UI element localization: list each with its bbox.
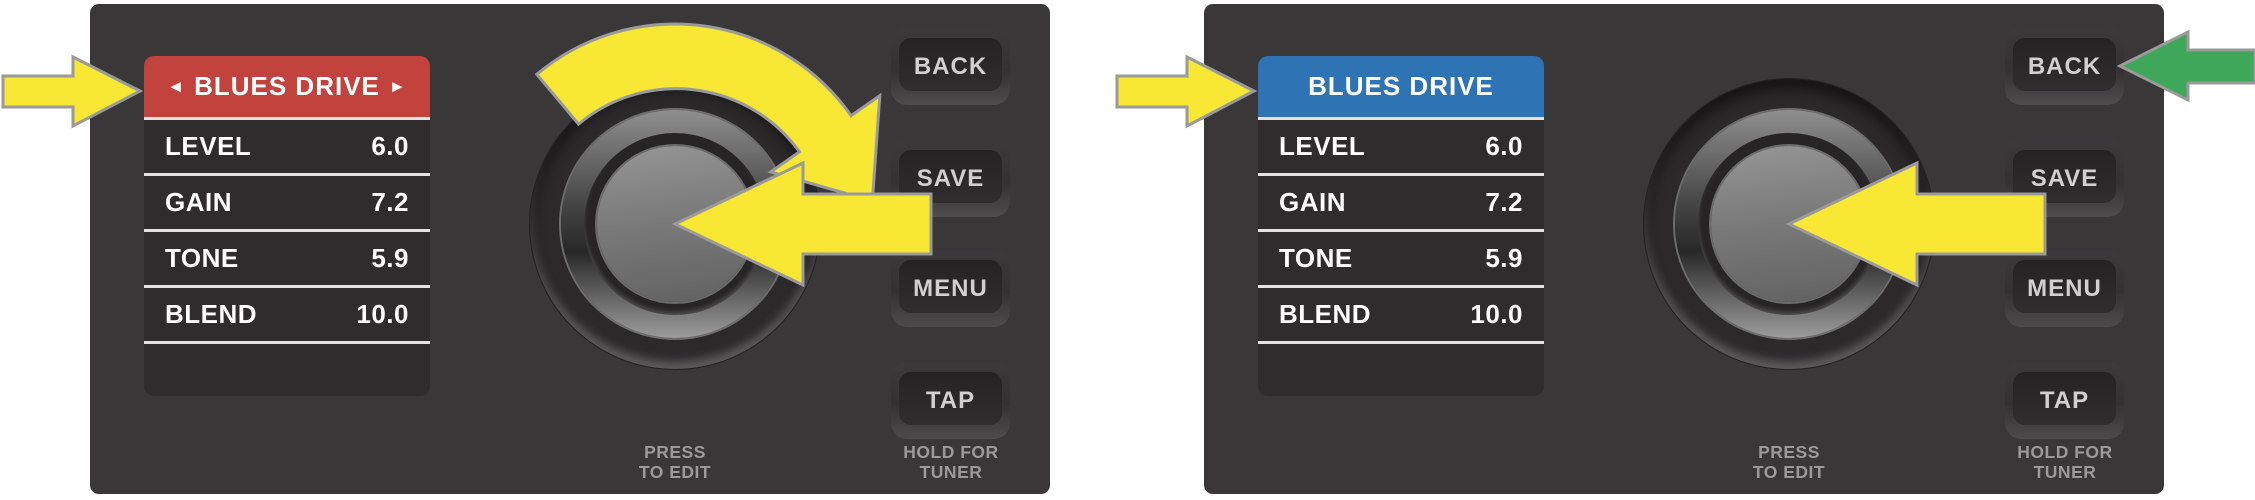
parameter-row: TONE 5.9 [144, 232, 430, 288]
knob-well [584, 133, 766, 315]
parameter-label: LEVEL [165, 131, 252, 161]
prev-effect-icon: ◄ [167, 77, 186, 96]
button-face [899, 38, 1002, 91]
parameter-value: 7.2 [371, 187, 409, 217]
caption-line: HOLD FOR [903, 442, 999, 462]
hold-for-tuner-caption: HOLD FOR TUNER [1960, 442, 2170, 483]
parameter-label: LEVEL [1279, 131, 1366, 161]
caption-line: PRESS [644, 442, 706, 462]
parameter-value: 10.0 [356, 299, 409, 329]
effect-screen: BLUES DRIVE LEVEL 6.0 GAIN 7.2 TONE 5.9 … [1258, 56, 1544, 396]
back-button[interactable]: BACK [891, 28, 1010, 105]
press-to-edit-caption: PRESS TO EDIT [570, 442, 780, 483]
caption-line: TUNER [919, 462, 983, 483]
tap-button[interactable]: TAP [2005, 362, 2124, 439]
button-face [2013, 372, 2116, 425]
save-button-label: SAVE [916, 164, 985, 192]
menu-button-label: MENU [2027, 274, 2102, 302]
header-pointer-arrow-icon [1, 54, 144, 129]
caption-line: PRESS [1758, 442, 1820, 462]
save-button-label: SAVE [2030, 164, 2099, 192]
knob-cap [1711, 146, 1867, 302]
save-button[interactable]: SAVE [2005, 140, 2124, 217]
knob-ring [561, 110, 789, 338]
tap-button-label: TAP [925, 386, 976, 414]
caption-line: HOLD FOR [2017, 442, 2113, 462]
header-pointer-arrow-icon [1115, 54, 1258, 129]
effect-name-header: ◄ BLUES DRIVE ► [144, 56, 430, 120]
save-button[interactable]: SAVE [891, 140, 1010, 217]
menu-button-label: MENU [913, 274, 988, 302]
parameter-label: GAIN [165, 187, 232, 217]
knob-cap [597, 146, 753, 302]
effect-name: BLUES DRIVE [194, 71, 380, 101]
rotary-knob[interactable] [529, 78, 821, 370]
parameter-row: LEVEL 6.0 [1258, 120, 1544, 176]
screen-footer [144, 344, 430, 396]
parameter-row: BLEND 10.0 [144, 288, 430, 344]
pedal-panel-right: BLUES DRIVE LEVEL 6.0 GAIN 7.2 TONE 5.9 … [1115, 4, 2255, 494]
back-button-label: BACK [913, 52, 988, 80]
tap-button-label: TAP [2039, 386, 2090, 414]
effect-screen: ◄ BLUES DRIVE ► LEVEL 6.0 GAIN 7.2 TONE … [144, 56, 430, 396]
parameter-row: GAIN 7.2 [144, 176, 430, 232]
button-face [899, 372, 1002, 425]
parameter-label: TONE [165, 243, 239, 273]
parameter-value: 6.0 [371, 131, 409, 161]
parameter-value: 10.0 [1470, 299, 1523, 329]
caption-line: TO EDIT [638, 462, 712, 483]
screen-footer [1258, 344, 1544, 396]
parameter-row: GAIN 7.2 [1258, 176, 1544, 232]
menu-button[interactable]: MENU [2005, 250, 2124, 327]
parameter-value: 6.0 [1485, 131, 1523, 161]
button-face [2013, 38, 2116, 91]
effect-name-header: BLUES DRIVE [1258, 56, 1544, 120]
parameter-label: BLEND [1279, 299, 1372, 329]
parameter-value: 7.2 [1485, 187, 1523, 217]
parameter-label: TONE [1279, 243, 1353, 273]
effect-name: BLUES DRIVE [1308, 71, 1494, 101]
parameter-row: LEVEL 6.0 [144, 120, 430, 176]
caption-line: TUNER [2033, 462, 2097, 483]
parameter-value: 5.9 [371, 243, 409, 273]
knob-ring [1675, 110, 1903, 338]
parameter-value: 5.9 [1485, 243, 1523, 273]
next-effect-icon: ► [388, 77, 407, 96]
parameter-label: GAIN [1279, 187, 1346, 217]
back-button-arrow-icon [2116, 29, 2255, 103]
knob-well [1698, 133, 1880, 315]
menu-button[interactable]: MENU [891, 250, 1010, 327]
parameter-label: BLEND [165, 299, 258, 329]
pedal-panel-left: ◄ BLUES DRIVE ► LEVEL 6.0 GAIN 7.2 TONE … [1, 4, 1050, 494]
tap-button[interactable]: TAP [891, 362, 1010, 439]
rotary-knob[interactable] [1643, 78, 1935, 370]
parameter-row: TONE 5.9 [1258, 232, 1544, 288]
back-button-label: BACK [2027, 52, 2102, 80]
caption-line: TO EDIT [1752, 462, 1826, 483]
press-to-edit-caption: PRESS TO EDIT [1684, 442, 1894, 483]
hold-for-tuner-caption: HOLD FOR TUNER [846, 442, 1056, 483]
parameter-row: BLEND 10.0 [1258, 288, 1544, 344]
back-button[interactable]: BACK [2005, 28, 2124, 105]
